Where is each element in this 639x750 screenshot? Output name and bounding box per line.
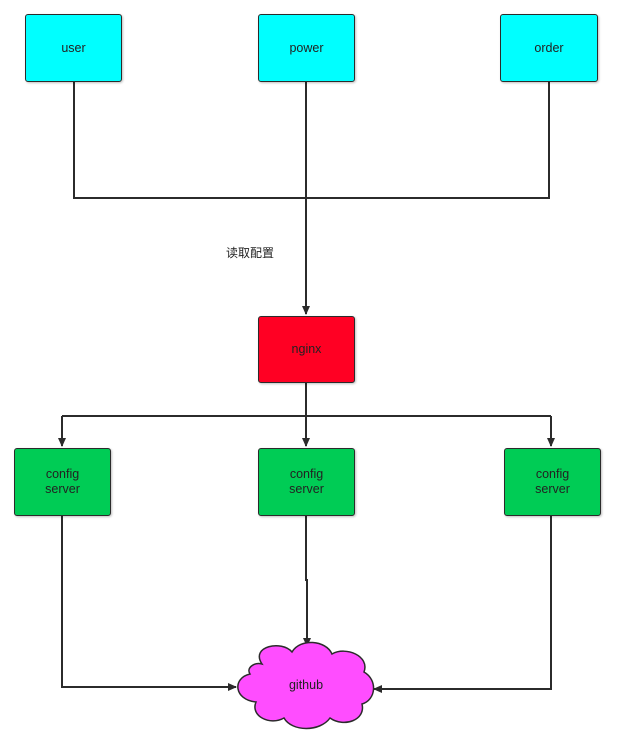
- edge-config-server-3-to-github: [373, 516, 552, 693]
- user-service-node[interactable]: user: [25, 14, 122, 82]
- config-server-node-2[interactable]: config server: [258, 448, 355, 516]
- edge-config-server-1-to-github: [61, 516, 237, 691]
- github-cloud-icon: [237, 641, 375, 730]
- edge-label-read-config: 读取配置: [226, 246, 275, 260]
- nginx-node[interactable]: nginx: [258, 316, 355, 383]
- edge-user-merge: [73, 82, 306, 199]
- power-service-node[interactable]: power: [258, 14, 355, 82]
- config-server-node-1[interactable]: config server: [14, 448, 111, 516]
- config-server-node-3[interactable]: config server: [504, 448, 601, 516]
- github-node-label[interactable]: github: [288, 678, 324, 692]
- edge-config-server-2-to-github: [303, 516, 311, 647]
- order-service-node[interactable]: order: [500, 14, 598, 82]
- edge-order-merge: [306, 82, 550, 199]
